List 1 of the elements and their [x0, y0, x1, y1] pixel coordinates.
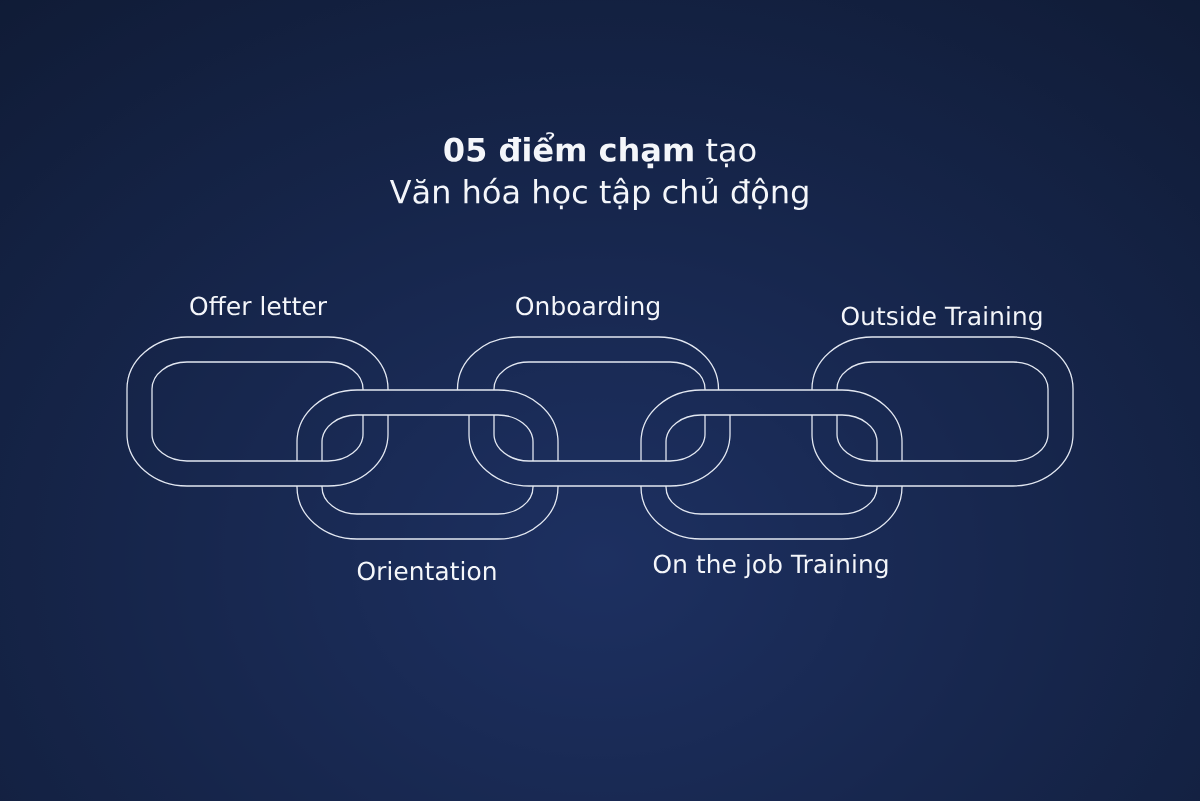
title: 05 điểm chạm tạo Văn hóa học tập chủ động [389, 132, 808, 210]
